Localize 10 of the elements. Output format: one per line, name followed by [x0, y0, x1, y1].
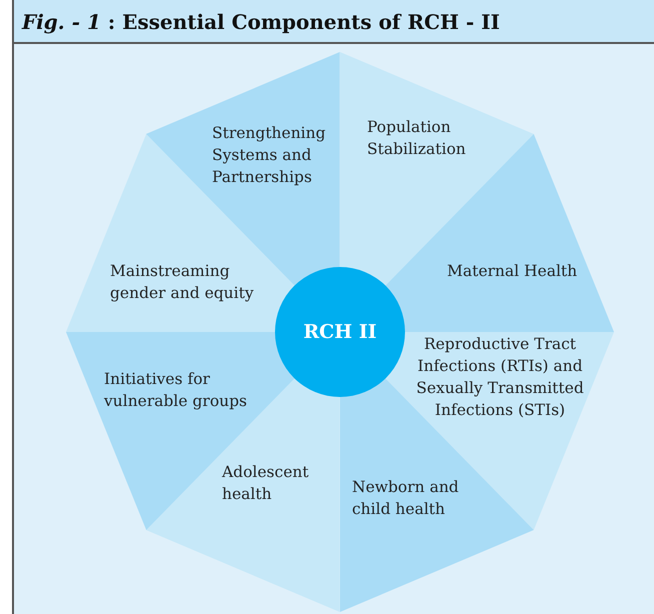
segment-label: Strengthening Systems and Partnerships: [212, 123, 327, 188]
segment-label: Reproductive Tract Infections (RTIs) and Sexually Transmitted Infections (STIs): [415, 334, 585, 421]
segment-label: Maternal Health: [447, 260, 578, 282]
figure-title: Fig. - 1 : Essential Components of RCH - II: [14, 0, 654, 44]
segment-label: Population Stabilization: [367, 117, 467, 160]
segment-label: Newborn and child health: [352, 477, 460, 520]
segment-label: Mainstreaming gender and equity: [110, 260, 255, 304]
segment-label: Initiatives for vulnerable groups: [104, 369, 248, 412]
center-label: RCH II: [303, 321, 377, 343]
segment-label: Adolescent health: [222, 462, 310, 505]
